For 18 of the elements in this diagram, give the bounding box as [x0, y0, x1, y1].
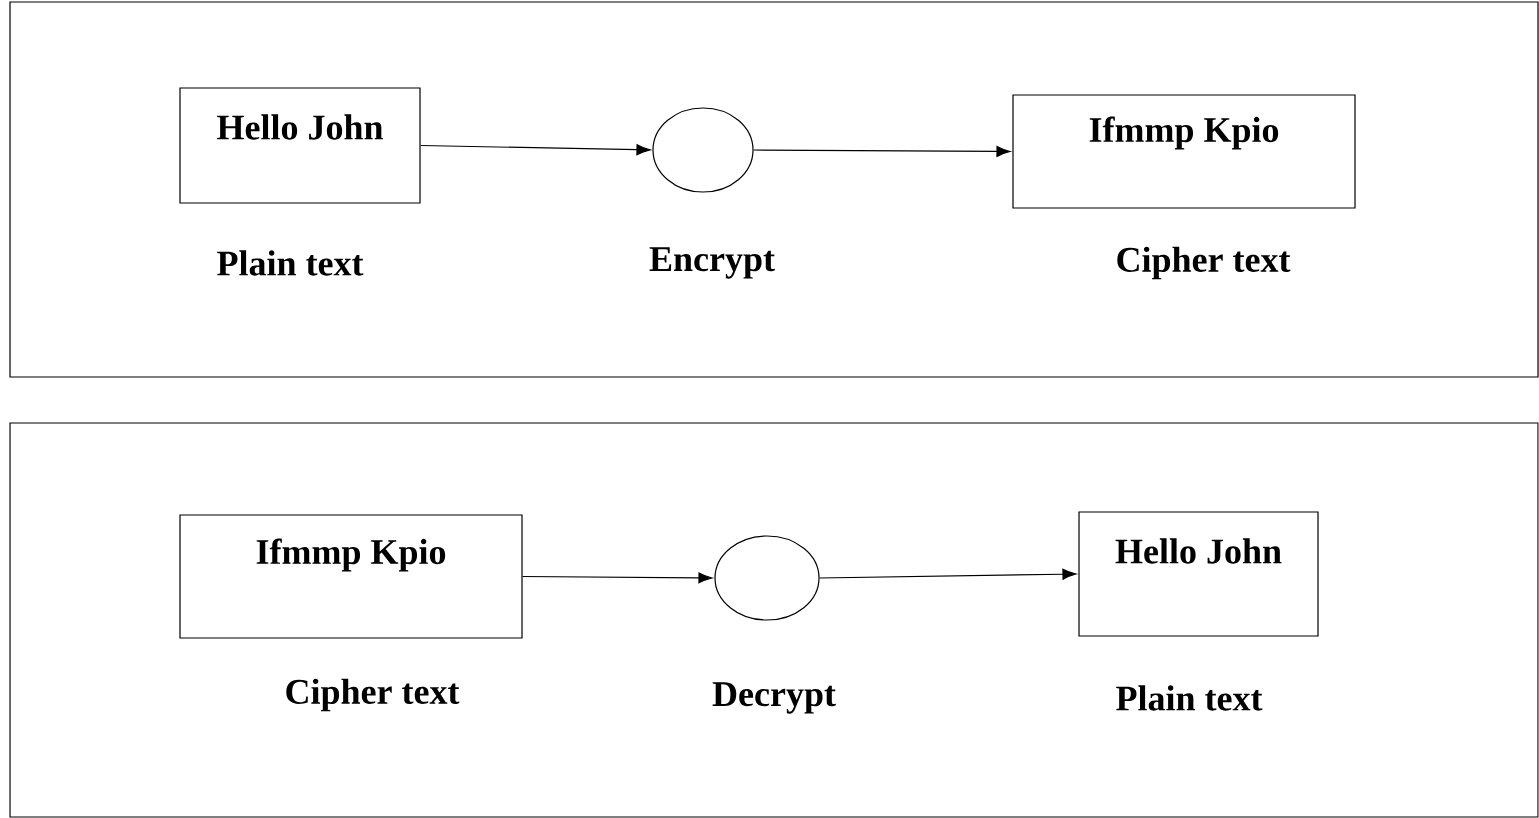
arrow — [522, 572, 713, 584]
node-label: Decrypt — [712, 682, 836, 714]
node-label: Cipher text — [1117, 246, 1291, 280]
text-box: Ifmmp Kpio — [179, 514, 523, 639]
panel-frame — [9, 422, 1539, 818]
text-box: Ifmmp Kpio — [1012, 94, 1356, 209]
arrow — [753, 145, 1011, 157]
arrow — [819, 568, 1077, 580]
process-circle — [652, 107, 754, 193]
node-label: Cipher text — [286, 678, 460, 712]
text-box: Hello John — [1078, 511, 1319, 637]
panel-frame — [9, 1, 1539, 378]
node-label: Encrypt — [649, 247, 775, 279]
process-circle — [714, 535, 820, 621]
node-label: Plain text — [217, 250, 364, 276]
node-label: Plain text — [1116, 685, 1263, 711]
arrow — [420, 144, 651, 156]
text-box: Hello John — [179, 87, 421, 204]
